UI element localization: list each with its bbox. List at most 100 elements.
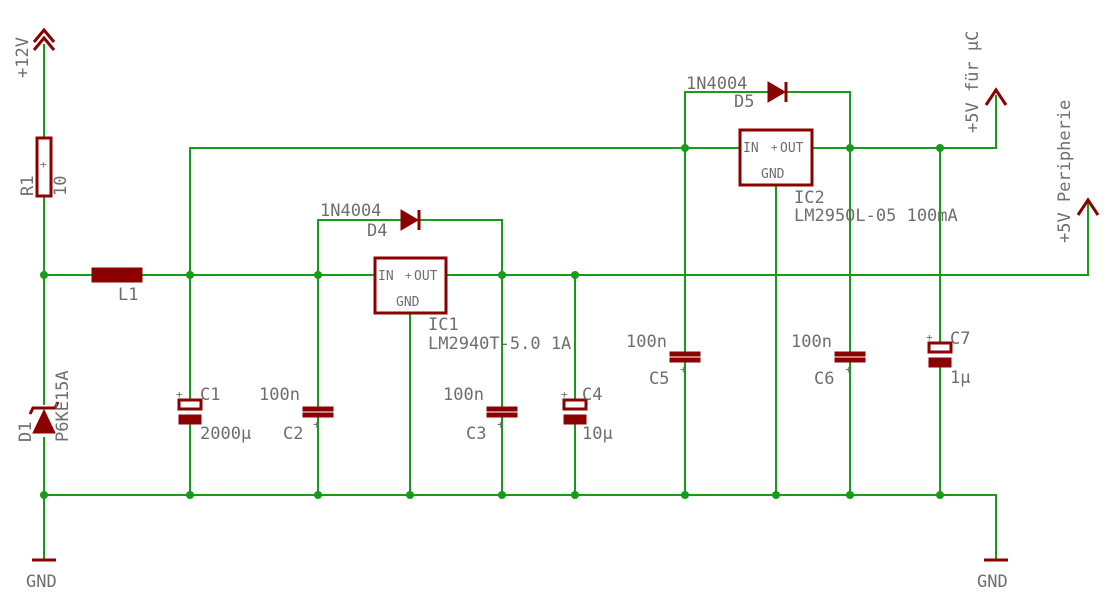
supply-5v-periph: +5V Peripherie <box>1055 100 1100 243</box>
ic2-name: IC2 <box>794 188 825 208</box>
capacitor-c6: + 100n C6 <box>791 332 866 389</box>
wire-gnd-rail <box>44 494 997 560</box>
gnd-right: GND <box>977 558 1008 592</box>
wire-d4-bypass <box>317 219 401 275</box>
ic2-pin-out: OUT <box>780 141 804 156</box>
resistor-r1: + R1 10 <box>18 136 71 198</box>
c4-name: C4 <box>582 385 602 405</box>
capacitor-c5: + 100n C5 <box>626 332 701 389</box>
capacitor-c2: + 100n C2 <box>259 385 334 444</box>
gnd-left-label: GND <box>26 572 57 592</box>
electrolytic-capacitor-icon <box>927 341 953 354</box>
capacitor-plate <box>834 357 866 363</box>
junction <box>571 491 579 499</box>
ic1-value: LM2940T-5.0 1A <box>428 334 571 354</box>
supply-12v: +12V <box>13 27 56 78</box>
electrolytic-plate <box>178 414 202 425</box>
junction <box>314 271 322 279</box>
c1-value: 2000µ <box>200 424 251 444</box>
capacitor-c4: + C4 10µ <box>561 385 613 444</box>
ic2-pin-gnd: GND <box>761 167 785 182</box>
c2-value: 100n <box>259 385 300 405</box>
supply-12v-label: +12V <box>13 37 33 78</box>
polarity-plus: + <box>771 141 778 154</box>
c6-value: 100n <box>791 332 832 352</box>
capacitor-plate <box>669 357 701 363</box>
ic-body-icon <box>373 256 448 315</box>
junction <box>846 491 854 499</box>
junction <box>40 271 48 279</box>
c5-name: C5 <box>649 369 669 389</box>
c1-name: C1 <box>200 385 220 405</box>
junction <box>681 144 689 152</box>
c7-name: C7 <box>950 329 970 349</box>
supply-arrow-icon <box>1076 197 1100 216</box>
supply-5v-periph-label: +5V Peripherie <box>1055 100 1075 243</box>
polarity-plus: + <box>926 331 933 344</box>
regulator-ic2: IN + OUT GND IC2 LM2950L-05 100mA <box>738 128 958 226</box>
junction <box>936 144 944 152</box>
ic2-value: LM2950L-05 100mA <box>794 206 958 226</box>
capacitor-plate <box>486 412 518 418</box>
capacitor-plate <box>302 412 334 418</box>
electrolytic-plate <box>563 414 587 425</box>
wire-top-rail <box>189 147 740 275</box>
junction <box>40 491 48 499</box>
electrolytic-capacitor-icon <box>562 398 588 411</box>
wire-ic1out-periph <box>446 200 1089 276</box>
c2-name: C2 <box>283 424 303 444</box>
c3-name: C3 <box>466 424 486 444</box>
diode-d4: 1N4004 D4 <box>320 201 421 241</box>
d5-name: D5 <box>734 92 754 112</box>
junction <box>186 271 194 279</box>
wires <box>43 44 1089 560</box>
inductor-l1: L1 <box>91 267 143 305</box>
diode-d1: D1 P6KE15A <box>16 370 73 442</box>
junction <box>571 271 579 279</box>
junction <box>314 491 322 499</box>
diode-icon <box>767 81 786 103</box>
gnd-right-label: GND <box>977 572 1008 592</box>
gnd-left: GND <box>26 558 57 592</box>
junction <box>846 144 854 152</box>
capacitor-c7: + C7 1µ <box>926 329 970 388</box>
diode-d5: 1N4004 D5 <box>686 74 788 112</box>
polarity-plus: + <box>561 388 568 401</box>
d5-value: 1N4004 <box>686 74 747 94</box>
junction <box>681 491 689 499</box>
polarity-plus: + <box>845 363 852 376</box>
tvs-diode-icon <box>32 408 56 434</box>
c6-name: C6 <box>814 369 834 389</box>
wire-d5-bypass-b <box>786 91 851 148</box>
polarity-plus: + <box>497 418 504 431</box>
junction <box>936 491 944 499</box>
wire-d4-bypass-b <box>419 219 503 275</box>
d1-name: D1 <box>16 422 36 442</box>
ic-body-icon <box>738 128 814 187</box>
polarity-plus: + <box>176 388 183 401</box>
c7-value: 1µ <box>950 368 970 388</box>
d4-name: D4 <box>367 221 387 241</box>
c5-value: 100n <box>626 332 667 352</box>
diode-icon <box>400 209 419 231</box>
c3-value: 100n <box>443 385 484 405</box>
resistor-icon <box>35 136 53 198</box>
regulator-ic1: IN + OUT GND IC1 LM2940T-5.0 1A <box>373 256 571 354</box>
electrolytic-plate <box>928 357 952 368</box>
capacitor-icon <box>669 351 701 357</box>
ic1-pin-out: OUT <box>414 269 438 284</box>
polarity-plus: + <box>405 269 412 282</box>
supply-5v-uc: +5V für µC <box>963 31 1008 133</box>
polarity-plus: + <box>313 418 320 431</box>
inductor-icon <box>91 267 143 283</box>
ic1-pin-in: IN <box>378 269 394 284</box>
polarity-plus: + <box>680 363 687 376</box>
capacitor-icon <box>834 351 866 357</box>
d4-value: 1N4004 <box>320 201 381 221</box>
ic1-name: IC1 <box>428 315 459 335</box>
supply-5v-uc-label: +5V für µC <box>963 31 983 133</box>
junction <box>406 491 414 499</box>
polarity-plus: + <box>40 158 47 171</box>
wire-d5-bypass <box>684 91 768 148</box>
capacitor-icon <box>486 406 518 412</box>
